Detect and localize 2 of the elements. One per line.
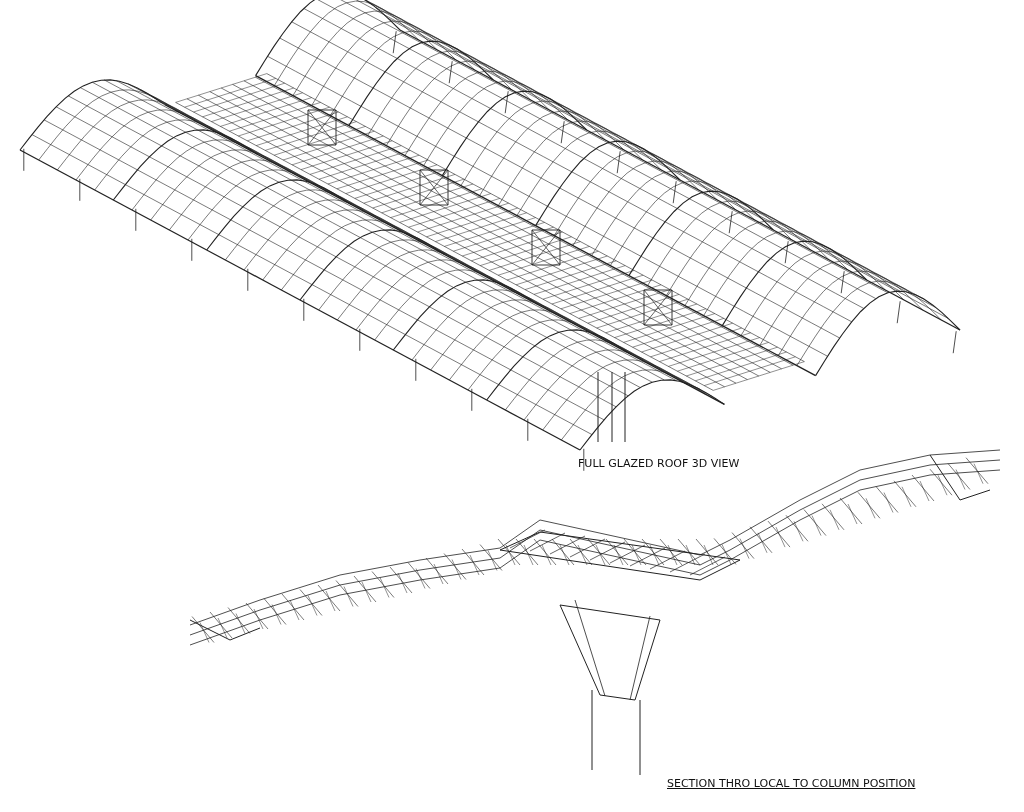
section-title: SECTION THRO LOCAL TO COLUMN POSITION <box>667 777 916 790</box>
view-title: FULL GLAZED ROOF 3D VIEW <box>578 457 740 470</box>
